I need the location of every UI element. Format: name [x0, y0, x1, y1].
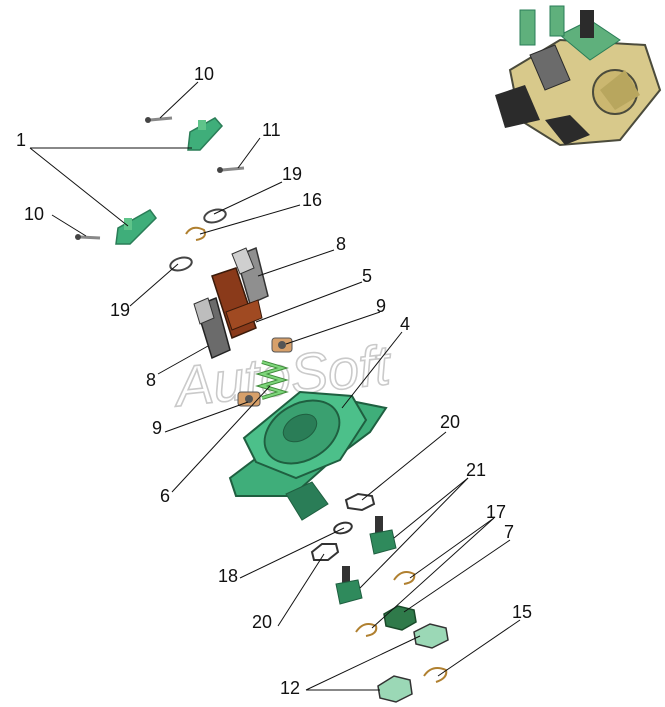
callout-21: 21	[466, 460, 486, 480]
clip-part-17-lower	[355, 623, 378, 637]
callout-10-upper: 10	[194, 64, 214, 84]
callout-8-lower: 8	[146, 370, 156, 390]
assembled-unit-illustration	[495, 5, 662, 147]
callout-17: 17	[486, 502, 506, 522]
clip-part-16	[185, 226, 206, 241]
screw-part-11	[217, 166, 245, 173]
callout-12: 12	[280, 678, 300, 698]
lever-part-lower	[115, 209, 157, 245]
lever-part-upper	[187, 117, 224, 151]
plunger-part-8-lower	[193, 296, 231, 360]
nut-part-12-upper	[413, 623, 449, 649]
adjuster-part-21-lower	[335, 566, 363, 605]
callout-5: 5	[362, 266, 372, 286]
callout-10-lower: 10	[24, 204, 44, 224]
roller-part-9-upper	[271, 337, 293, 353]
callout-18: 18	[218, 566, 238, 586]
washer-part-20-upper	[344, 492, 376, 512]
clip-part-15	[423, 667, 448, 683]
adjuster-part-21-upper	[369, 516, 397, 555]
callout-11: 11	[262, 120, 281, 140]
callout-4: 4	[400, 314, 410, 334]
spring-part-6	[255, 360, 289, 400]
callout-labels: 1 10 11 19 16 10 8 5 19 9 4 8 9 6 20 21 …	[16, 64, 532, 698]
nut-part-12-lower	[377, 675, 413, 703]
washer-part-20-lower	[310, 543, 340, 561]
leader-lines	[29, 81, 521, 691]
nut-part-7	[383, 605, 417, 631]
callout-15: 15	[512, 602, 532, 622]
screw-part-10-upper	[145, 116, 173, 123]
plunger-part-8-upper	[231, 246, 269, 306]
callout-16: 16	[302, 190, 322, 210]
washer-part-18	[333, 521, 353, 535]
screw-part-10-lower	[75, 234, 101, 240]
callout-6: 6	[160, 486, 170, 506]
slider-part-5	[211, 267, 263, 340]
callout-20-lower: 20	[252, 612, 272, 632]
ring-part-19-lower	[169, 256, 193, 272]
callout-9-lower: 9	[152, 418, 162, 438]
clip-part-17-upper	[393, 571, 416, 585]
callout-19-upper: 19	[282, 164, 302, 184]
callout-7: 7	[504, 522, 514, 542]
callout-8-upper: 8	[336, 234, 346, 254]
housing-part-4	[228, 390, 388, 521]
callout-19-lower: 19	[110, 300, 130, 320]
callout-1: 1	[16, 130, 26, 150]
ring-part-19-upper	[203, 208, 227, 224]
callout-9-upper: 9	[376, 296, 386, 316]
callout-20-upper: 20	[440, 412, 460, 432]
